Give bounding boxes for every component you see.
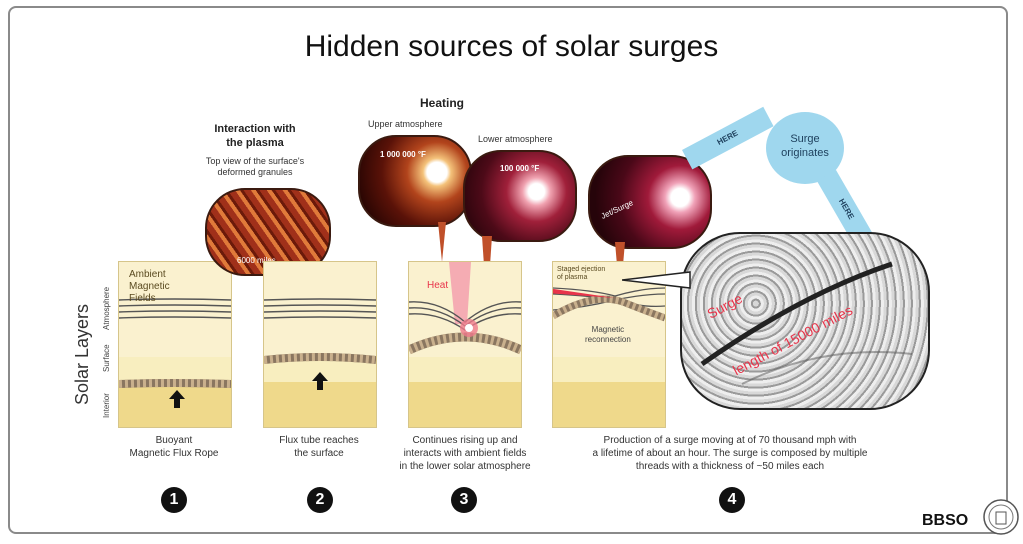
- interior-layer-label: Interior: [102, 393, 111, 418]
- lower-temp-label: 100 000 °F: [500, 164, 539, 173]
- figure-title: Hidden sources of solar surges: [0, 30, 1023, 64]
- step-1-badge: 1: [161, 487, 187, 513]
- panel-2: [263, 261, 377, 428]
- ejection-label: Staged ejectionof plasma: [557, 266, 605, 282]
- heat-label: Heat: [427, 280, 448, 291]
- atmosphere-layer-label: Atmosphere: [102, 287, 111, 330]
- interaction-subtitle: Top view of the surface'sdeformed granul…: [195, 156, 315, 178]
- step-2-badge: 2: [307, 487, 333, 513]
- panel-2-caption: Flux tube reachesthe surface: [263, 434, 375, 460]
- panel-3: Heat: [408, 261, 522, 428]
- up-arrow-icon: [169, 390, 185, 408]
- step-4-badge: 4: [719, 487, 745, 513]
- heating-heading: Heating: [420, 96, 464, 110]
- jet-surge-label: Jet/Surge: [600, 198, 635, 221]
- panel-1-caption: BuoyantMagnetic Flux Rope: [118, 434, 230, 460]
- panel-1: Ambient Magnetic Fields: [118, 261, 232, 428]
- surge-image: Surge length of 15000 miles: [680, 232, 930, 410]
- upper-atmosphere-image: 1 000 000 °F: [358, 135, 472, 227]
- bbso-logo-text: BBSO: [922, 512, 968, 530]
- upper-atmosphere-label: Upper atmosphere: [368, 119, 443, 129]
- ambient-fields-label: Ambient Magnetic Fields: [129, 269, 199, 305]
- connector-arrow: [622, 270, 692, 290]
- panel-3-caption: Continues rising up andinteracts with am…: [395, 434, 535, 473]
- solar-layers-label: Solar Layers: [72, 304, 93, 405]
- observatory-seal-icon: [982, 498, 1020, 536]
- lower-atmosphere-label: Lower atmosphere: [478, 134, 553, 144]
- surface-layer-label: Surface: [102, 344, 111, 372]
- upper-temp-label: 1 000 000 °F: [380, 150, 426, 159]
- panel-4-caption: Production of a surge moving at of 70 th…: [565, 434, 895, 473]
- up-arrow-icon: [312, 372, 328, 390]
- interaction-heading: Interaction withthe plasma: [195, 122, 315, 150]
- step-3-badge: 3: [451, 487, 477, 513]
- reconnection-label: Magneticreconnection: [585, 325, 631, 345]
